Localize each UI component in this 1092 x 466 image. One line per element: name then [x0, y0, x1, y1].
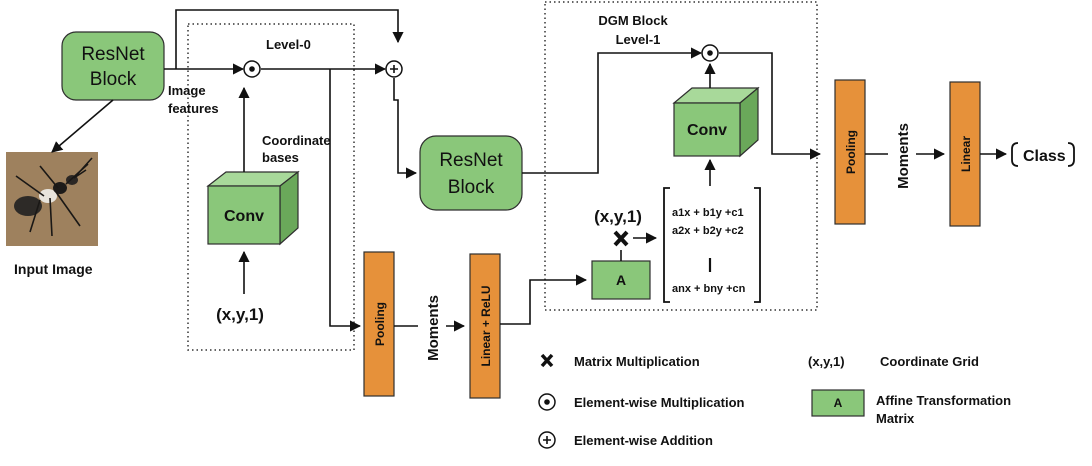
legend-affine-label-2: Matrix [876, 411, 915, 426]
legend-coord-symbol: (x,y,1) [808, 354, 845, 369]
dgm-block-label: DGM Block [598, 13, 668, 28]
coord-input-2: (x,y,1) [594, 207, 642, 226]
legend-elem-mult-label: Element-wise Multiplication [574, 395, 745, 410]
pooling-block-1 [363, 251, 395, 397]
legend-matrix-mult-icon [540, 353, 554, 368]
coordinate-matrix [663, 187, 761, 303]
legend: Matrix Multiplication Element-wise Multi… [538, 353, 1011, 449]
resnet-block-2-line2: Block [448, 177, 495, 198]
coord-input-1: (x,y,1) [216, 305, 264, 324]
pooling-2-label: Pooling [844, 130, 858, 174]
conv-cube-1 [206, 170, 300, 246]
level1-label: Level-1 [616, 32, 661, 47]
dgm-block-region [544, 1, 818, 311]
image-features-label-1: Image [168, 83, 206, 98]
matrix-mult-symbol [613, 230, 629, 247]
level0-region [187, 23, 355, 351]
coordinate-bases-label-2: bases [262, 150, 299, 165]
input-image-label: Input Image [14, 261, 93, 277]
legend-elem-add-label: Element-wise Addition [574, 433, 713, 448]
image-features-label-2: features [168, 101, 219, 116]
affine-matrix-label: A [616, 272, 626, 288]
moments-2-label: Moments [895, 123, 912, 189]
resnet-block-1-line2: Block [90, 69, 137, 90]
legend-affine-symbol: A [834, 396, 843, 410]
matrix-row-1: a1x + b1y +c1 [672, 207, 744, 219]
conv-2-label: Conv [687, 122, 727, 139]
matrix-row-2: a2x + b2y +c2 [672, 225, 744, 237]
legend-coord-grid-label: Coordinate Grid [880, 354, 979, 369]
class-right-bracket [1067, 142, 1075, 167]
pooling-block-2 [834, 79, 866, 225]
class-output-label: Class [1023, 148, 1066, 165]
legend-affine-icon [811, 389, 865, 417]
linear-relu-label: Linear + ReLU [479, 285, 493, 366]
conv-1-label: Conv [224, 208, 264, 225]
linear-relu-block [469, 253, 501, 399]
linear-label: Linear [959, 136, 973, 172]
pooling-1-label: Pooling [373, 302, 387, 346]
resnet-block-1-line1: ResNet [81, 44, 145, 65]
resnet-block-2-line1: ResNet [439, 150, 503, 171]
level0-label: Level-0 [266, 37, 311, 52]
conv-cube-2 [672, 86, 760, 158]
matrix-row-n: anx + bny +cn [672, 283, 746, 295]
class-left-bracket [1011, 142, 1019, 167]
resnet-block-2 [419, 135, 523, 211]
moments-1-label: Moments [425, 295, 442, 361]
legend-affine-label-1: Affine Transformation [876, 393, 1011, 408]
input-image [6, 152, 98, 246]
coordinate-bases-label-1: Coordinate [262, 133, 331, 148]
legend-matrix-mult-label: Matrix Multiplication [574, 354, 700, 369]
